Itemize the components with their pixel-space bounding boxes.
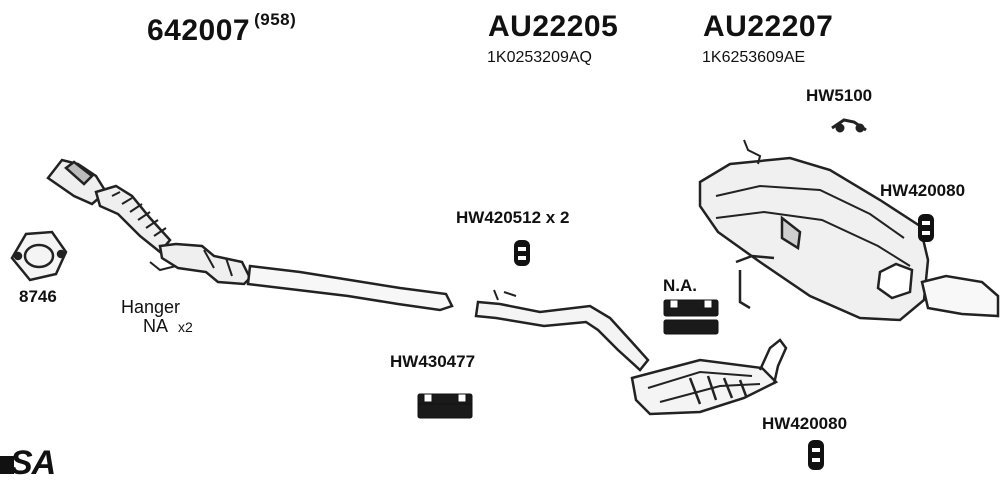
hw5100-label: HW5100	[806, 86, 873, 105]
hw420512-label: HW420512 x 2	[456, 208, 570, 227]
clamps-drawing	[417, 299, 719, 419]
rubber-hangers-drawing	[514, 214, 934, 470]
hw420080-bottom-label: HW420080	[762, 414, 848, 433]
hanger-qty-text: x2	[178, 319, 193, 335]
brand-logo-text: SA	[10, 444, 56, 482]
part-au22205-oe: 1K0253209AQ	[487, 49, 592, 66]
hanger-label-line2: NA x2	[143, 316, 193, 337]
rear-silencer-drawing	[698, 139, 1000, 322]
hw5100-bracket-drawing	[831, 118, 867, 133]
part-au22207-oe: 1K6253609AE	[702, 49, 806, 66]
front-pipe-catalyst-drawing	[46, 158, 454, 312]
hw430477-label: HW430477	[390, 352, 476, 371]
middle-silencer-drawing	[474, 289, 788, 416]
na-label: N.A.	[663, 276, 697, 295]
part-642007-label: 642007(958)	[147, 10, 296, 48]
part-642007-note: (958)	[254, 10, 297, 29]
part-au22207-code: AU22207	[703, 10, 834, 43]
hanger-label-line1: Hanger	[121, 297, 181, 317]
part-642007-code: 642007	[147, 14, 251, 47]
hanger-na-text: NA	[143, 316, 168, 336]
gasket-8746-drawing	[10, 230, 68, 282]
brand-logo-drawing	[0, 456, 14, 474]
part-au22205-code: AU22205	[488, 10, 619, 43]
hw420080-top-label: HW420080	[880, 181, 966, 200]
gasket-label: 8746	[19, 287, 57, 306]
